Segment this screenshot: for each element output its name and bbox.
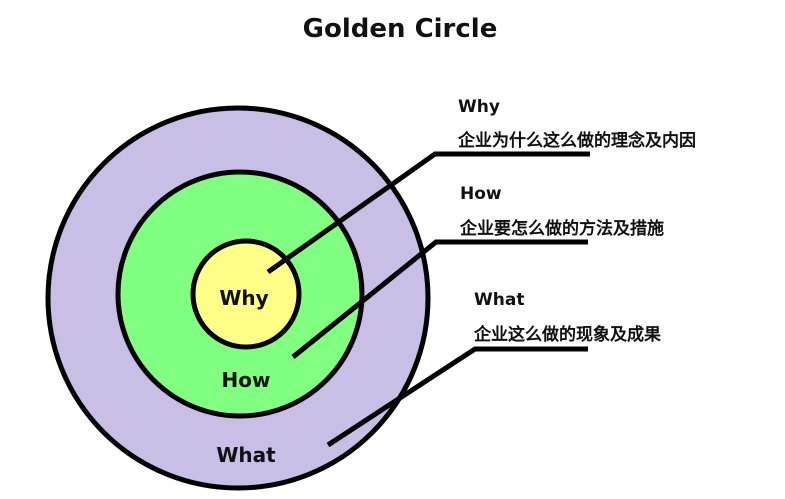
how-leader-line (291, 239, 588, 359)
how-callout-heading: How (460, 184, 502, 204)
how-callout-description: 企业要怎么做的方法及措施 (459, 218, 664, 239)
why-callout-heading: Why (458, 97, 500, 117)
how-circle-label: How (222, 368, 271, 392)
why-leader-line (266, 151, 590, 275)
what-circle-label: What (216, 443, 276, 467)
diagram-title: Golden Circle (303, 14, 498, 44)
what-leader-line (326, 346, 588, 448)
what-callout-heading: What (474, 290, 524, 310)
what-callout-description: 企业这么做的现象及成果 (473, 324, 661, 345)
why-callout-description: 企业为什么这么做的理念及内因 (457, 130, 696, 151)
why-circle-label: Why (219, 286, 268, 310)
